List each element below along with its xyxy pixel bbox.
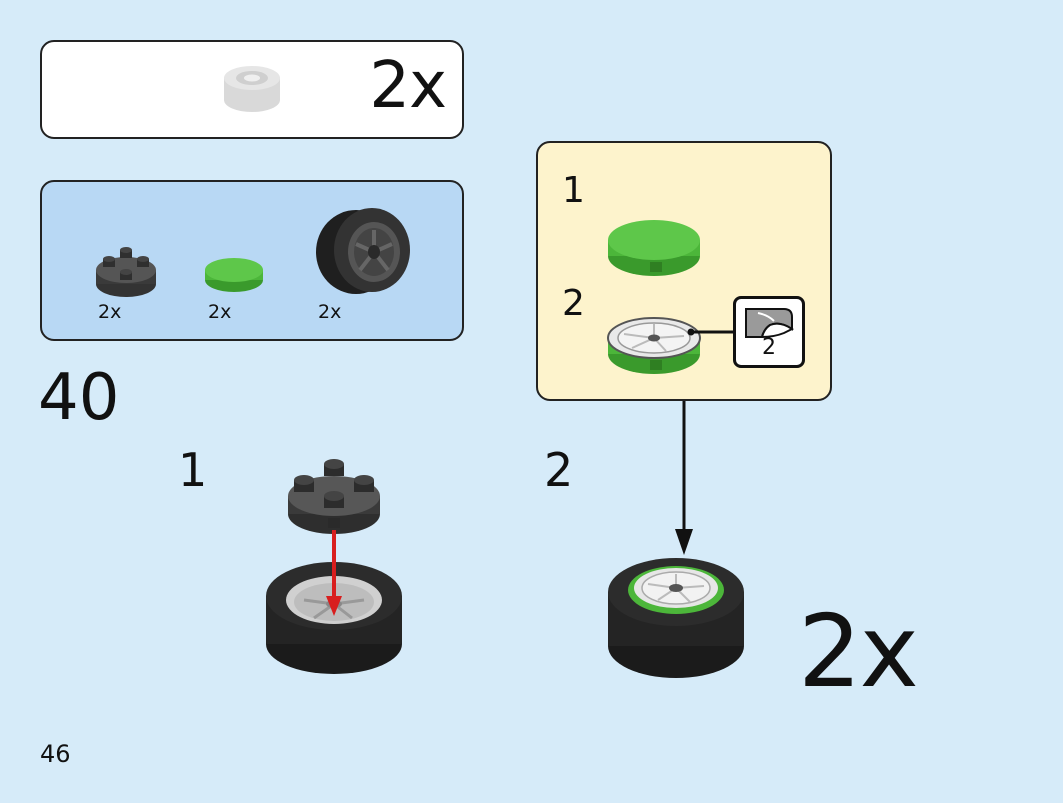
- stickered-tile-icon: [607, 317, 701, 374]
- sticker-number: 2: [762, 335, 776, 360]
- green-tile-icon: [608, 220, 700, 276]
- bright-green-round-tile-icon: [205, 258, 263, 292]
- result-quantity: 2x: [369, 49, 447, 123]
- subassembly-step-number: 1: [562, 170, 585, 211]
- substep-number: 1: [178, 443, 208, 497]
- insert-arrow-icon: [326, 530, 342, 616]
- sticker-peel-icon: [745, 308, 794, 339]
- black-wheel-icon: [316, 208, 410, 294]
- substep-number: 2: [544, 443, 574, 497]
- page-number: 46: [40, 740, 71, 768]
- finished-wheel-icon: [608, 558, 744, 678]
- part-quantity: 2x: [98, 301, 122, 323]
- part-quantity: 2x: [318, 301, 342, 323]
- finished-wheel-preview-icon: [224, 66, 280, 112]
- final-quantity: 2x: [798, 593, 919, 710]
- sticker-connector: [687, 328, 734, 336]
- attach-arrow-icon: [675, 401, 693, 555]
- dark-gray-plate-icon: [288, 459, 380, 534]
- step-number: 40: [38, 361, 120, 435]
- part-quantity: 2x: [208, 301, 232, 323]
- result-callout: 2x: [40, 40, 464, 139]
- sticker-reference: 2: [733, 296, 805, 368]
- dark-gray-round-plate-icon: [96, 247, 156, 297]
- subassembly-step-number: 2: [562, 283, 585, 324]
- parts-list: 2x 2x 2x: [40, 180, 464, 341]
